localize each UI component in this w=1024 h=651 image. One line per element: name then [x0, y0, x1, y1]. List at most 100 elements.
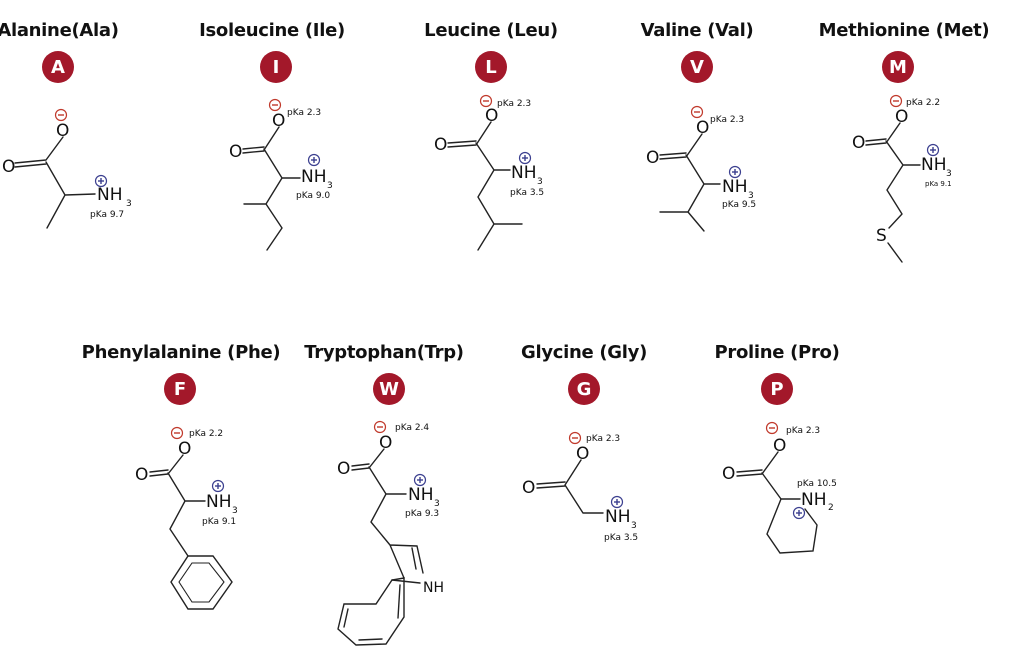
- structure-glycine: pKa 2.3 O O NH 3 pKa 3.5: [522, 431, 638, 543]
- subscript: 3: [946, 169, 952, 179]
- atom-oxygen: O: [434, 135, 447, 155]
- subscript: 3: [327, 181, 333, 191]
- letter-badge-valine: V: [681, 51, 713, 83]
- atom-oxygen: O: [2, 157, 15, 177]
- negative-charge-icon: [568, 431, 582, 445]
- pka-acid: pKa 2.3: [786, 426, 820, 436]
- pka-amine: pKa 3.5: [510, 188, 544, 198]
- negative-charge-icon: [373, 420, 387, 434]
- atom-amine: NH: [921, 155, 947, 175]
- structure-valine: pKa 2.3 O O NH 3 pKa 9.5: [646, 105, 756, 232]
- pka-acid: pKa 2.2: [189, 429, 223, 439]
- positive-charge-icon: [610, 495, 624, 509]
- atom-sulfur: S: [876, 226, 887, 246]
- atom-amine: NH: [408, 485, 434, 505]
- title-valine: Valine (Val): [640, 20, 754, 41]
- title-leucine: Leucine (Leu): [424, 20, 558, 41]
- atom-indole-nh: NH: [423, 580, 444, 596]
- pka-acid: pKa 2.4: [395, 423, 429, 433]
- pka-amine: pKa 9.7: [90, 210, 124, 220]
- letter-badge-phenylalanine: F: [164, 373, 196, 405]
- letter-badge-alanine: A: [42, 51, 74, 83]
- structure-tryptophan: pKa 2.4 O O NH 3 pKa 9.3 NH: [337, 420, 444, 646]
- atom-amine: NH: [206, 492, 232, 512]
- negative-charge-icon: [479, 94, 493, 108]
- atom-amine: NH: [97, 185, 123, 205]
- atom-oxygen: O: [773, 436, 786, 456]
- atom-oxygen: O: [895, 107, 908, 127]
- letter-badge-proline: P: [761, 373, 793, 405]
- title-phenylalanine: Phenylalanine (Phe): [81, 342, 281, 363]
- pka-amine: pKa 10.5: [797, 479, 837, 489]
- atom-oxygen: O: [646, 148, 659, 168]
- title-alanine: Alanine(Ala): [0, 20, 119, 41]
- negative-charge-icon: [889, 94, 903, 108]
- subscript: 3: [537, 177, 543, 187]
- atom-amine: NH: [722, 177, 748, 197]
- atom-oxygen: O: [56, 121, 69, 141]
- subscript: 3: [232, 506, 238, 516]
- structure-proline: pKa 2.3 O O pKa 10.5 NH 2: [722, 421, 837, 554]
- letter-badge-isoleucine: I: [260, 51, 292, 83]
- subscript: 3: [126, 199, 132, 209]
- positive-charge-icon: [211, 479, 225, 493]
- atom-amine: NH: [511, 163, 537, 183]
- atom-amine: NH: [605, 507, 631, 527]
- structure-leucine: pKa 2.3 O O NH 3 pKa 3.5: [434, 94, 544, 251]
- letter-badge-methionine: M: [882, 51, 914, 83]
- positive-charge-icon: [728, 165, 742, 179]
- subscript: 3: [631, 521, 637, 531]
- atom-oxygen: O: [229, 142, 242, 162]
- atom-oxygen: O: [852, 133, 865, 153]
- atom-oxygen: O: [379, 433, 392, 453]
- atom-amine: NH: [801, 490, 827, 510]
- atom-oxygen: O: [178, 439, 191, 459]
- subscript: 3: [434, 499, 440, 509]
- pka-amine: pKa 3.5: [604, 533, 638, 543]
- positive-charge-icon: [792, 506, 806, 520]
- positive-charge-icon: [307, 153, 321, 167]
- atom-oxygen: O: [135, 465, 148, 485]
- structure-alanine: O O NH 3 pKa 9.7: [2, 108, 132, 229]
- atom-oxygen: O: [696, 118, 709, 138]
- title-tryptophan: Tryptophan(Trp): [304, 342, 464, 363]
- positive-charge-icon: [518, 151, 532, 165]
- structure-isoleucine: pKa 2.3 O O NH 3 pKa 9.0: [229, 98, 333, 251]
- subscript: 2: [828, 503, 834, 513]
- pka-acid: pKa 2.2: [906, 98, 940, 108]
- structure-methionine: pKa 2.2 O O NH 3 pKa 9.1 S: [852, 94, 952, 263]
- atom-oxygen: O: [722, 464, 735, 484]
- positive-charge-icon: [94, 174, 108, 188]
- letter-badge-glycine: G: [568, 373, 600, 405]
- positive-charge-icon: [926, 143, 940, 157]
- letter-badge-leucine: L: [475, 51, 507, 83]
- pka-amine: pKa 9.1: [925, 180, 952, 188]
- positive-charge-icon: [413, 473, 427, 487]
- atom-oxygen: O: [272, 111, 285, 131]
- negative-charge-icon: [54, 108, 68, 122]
- pka-amine: pKa 9.0: [296, 191, 330, 201]
- pka-acid: pKa 2.3: [497, 99, 531, 109]
- pka-amine: pKa 9.3: [405, 509, 439, 519]
- negative-charge-icon: [765, 421, 779, 435]
- negative-charge-icon: [170, 426, 184, 440]
- pka-amine: pKa 9.1: [202, 517, 236, 527]
- title-glycine: Glycine (Gly): [520, 342, 648, 363]
- atom-oxygen: O: [522, 478, 535, 498]
- negative-charge-icon: [268, 98, 282, 112]
- pka-acid: pKa 2.3: [287, 108, 321, 118]
- title-isoleucine: Isoleucine (Ile): [199, 20, 345, 41]
- atom-oxygen: O: [576, 444, 589, 464]
- pka-acid: pKa 2.3: [710, 115, 744, 125]
- structure-phenylalanine: pKa 2.2 O O NH 3 pKa 9.1: [135, 426, 238, 610]
- atom-oxygen: O: [337, 459, 350, 479]
- pka-acid: pKa 2.3: [586, 434, 620, 444]
- subscript: 3: [748, 191, 754, 201]
- negative-charge-icon: [690, 105, 704, 119]
- pka-amine: pKa 9.5: [722, 200, 756, 210]
- letter-badge-tryptophan: W: [373, 373, 405, 405]
- title-proline: Proline (Pro): [714, 342, 840, 363]
- atom-amine: NH: [301, 167, 327, 187]
